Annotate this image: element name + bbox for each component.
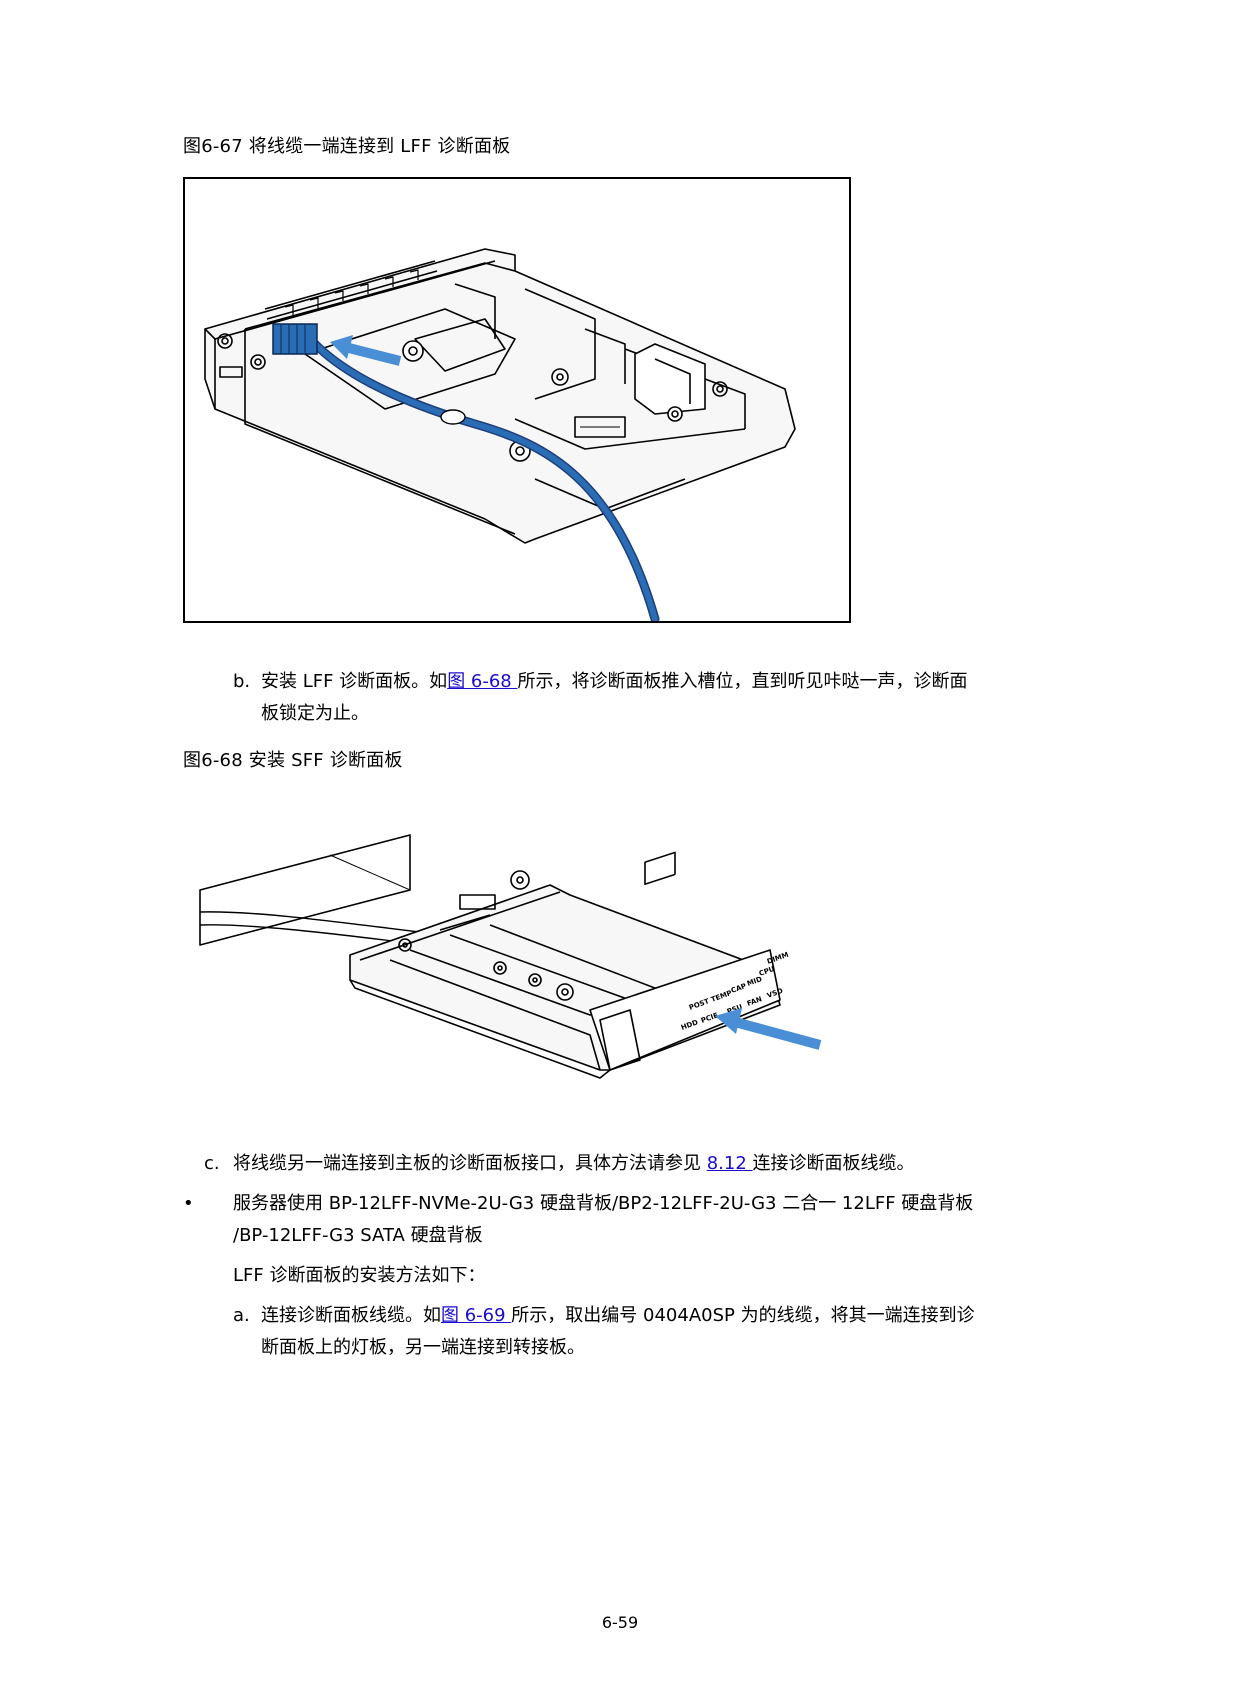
step-a-text: 连接诊断面板线缆。如图 6-69 所示，取出编号 0404A0SP 为的线缆，将…: [261, 1300, 975, 1332]
bullet-line2: /BP-12LFF-G3 SATA 硬盘背板: [233, 1225, 483, 1246]
step-c-text-after: 连接诊断面板线缆。: [752, 1153, 915, 1174]
step-c-label: c.: [204, 1153, 220, 1174]
step-a-label: a.: [233, 1305, 250, 1326]
step-a-line2: 断面板上的灯板，另一端连接到转接板。: [261, 1337, 585, 1358]
section-8-12-link[interactable]: 8.12: [706, 1153, 753, 1174]
figure-6-68-link[interactable]: 图 6-68: [447, 671, 518, 692]
figure-67-caption: 图6-67 将线缆一端连接到 LFF 诊断面板: [183, 136, 511, 157]
bullet-symbol: •: [183, 1193, 194, 1214]
step-b-text-after: 所示，将诊断面板推入槽位，直到听见咔哒一声，诊断面: [517, 671, 968, 692]
bullet-intro: LFF 诊断面板的安装方法如下：: [233, 1265, 486, 1286]
sff-diagnostic-panel-drawing: POST TEMP CAP MID CPU DIMM HDD PCIE PSU …: [199, 834, 822, 1079]
figure-68-illustration: POST TEMP CAP MID CPU DIMM HDD PCIE PSU …: [190, 830, 850, 1080]
figure-6-69-link[interactable]: 图 6-69: [441, 1305, 512, 1326]
step-b-text: 安装 LFF 诊断面板。如图 6-68 所示，将诊断面板推入槽位，直到听见咔哒一…: [261, 666, 1111, 698]
step-b-label: b.: [233, 671, 251, 692]
page-number: 6-59: [601, 1613, 639, 1632]
lff-diagnostic-panel-drawing: [204, 248, 796, 624]
bullet-line1: 服务器使用 BP-12LFF-NVMe-2U-G3 硬盘背板/BP2-12LFF…: [233, 1193, 974, 1214]
step-a-text-after: 所示，取出编号 0404A0SP 为的线缆，将其一端连接到诊: [511, 1305, 975, 1326]
step-c-text: 将线缆另一端连接到主板的诊断面板接口，具体方法请参见 8.12 连接诊断面板线缆…: [233, 1148, 915, 1180]
figure-67-illustration: [183, 177, 851, 624]
step-a-text-before: 连接诊断面板线缆。如: [261, 1305, 441, 1326]
step-b-text-before: 安装 LFF 诊断面板。如: [261, 671, 448, 692]
figure-68-caption: 图6-68 安装 SFF 诊断面板: [183, 750, 403, 771]
step-c-text-before: 将线缆另一端连接到主板的诊断面板接口，具体方法请参见: [233, 1153, 707, 1174]
step-b-line2: 板锁定为止。: [261, 703, 369, 724]
